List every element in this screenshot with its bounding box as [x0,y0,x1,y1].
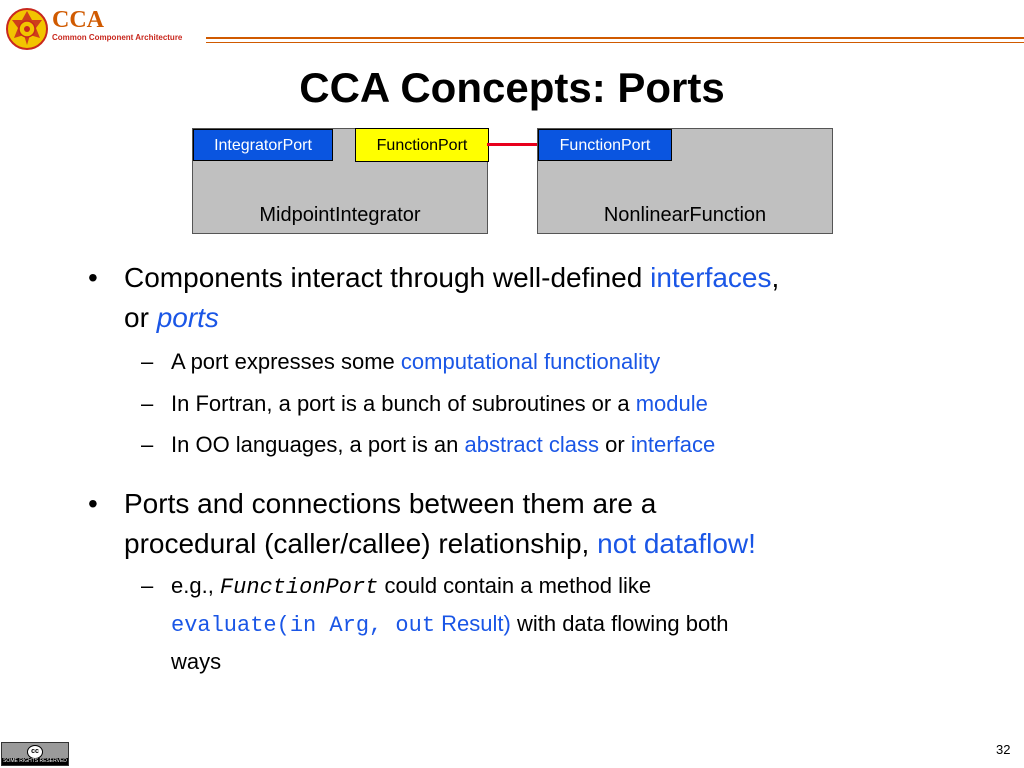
text: e.g., [171,573,220,598]
subbullet-oo-abstract-class: In OO languages, a port is an abstract c… [141,427,931,463]
highlight-interfaces: interfaces [650,262,772,293]
text: In OO languages, a port is an [171,432,465,457]
highlight-not-dataflow: not dataflow! [597,528,756,559]
page-number: 32 [996,742,1011,757]
component-name: NonlinearFunction [603,204,767,226]
text: , [771,262,780,293]
text: or [599,432,631,457]
text: A port expresses some [171,349,401,374]
text: or [124,302,157,333]
text: ways [171,649,222,674]
text: Ports and connections between them are a [124,488,657,519]
code-functionport: FunctionPort [219,575,379,600]
text: Components interact through well-defined [124,262,651,293]
header-rule-thin [206,42,1024,43]
license-badge-text: SOME RIGHTS RESERVED [2,758,68,765]
component-name: MidpointIntegrator [259,204,421,226]
highlight-computational-functionality: computational functionality [400,349,661,374]
component-midpoint-integrator: IntegratorPort FunctionPort MidpointInte… [192,128,489,234]
uses-port-function: FunctionPort [355,128,489,162]
header-rule [206,37,1024,39]
subbullet-fortran-module: In Fortran, a port is a bunch of subrout… [141,386,931,422]
provides-port-function: FunctionPort [538,129,672,161]
subbullet-computational-functionality: A port expresses some computational func… [141,344,931,380]
slide-title: CCA Concepts: Ports [299,64,725,111]
text: with data flowing both [510,611,729,636]
bullet-ports-connections: Ports and connections between them are a… [88,484,944,564]
creative-commons-icon: cc [27,745,43,759]
component-nonlinear-function: FunctionPort NonlinearFunction [537,128,833,234]
highlight-interface: interface [630,432,716,457]
text: In Fortran, a port is a bunch of subrout… [171,391,636,416]
cca-logo-icon [6,8,48,50]
text: procedural (caller/callee) relationship, [124,528,598,559]
license-badge[interactable]: cc SOME RIGHTS RESERVED [1,742,69,766]
highlight-ports: ports [156,302,219,333]
subbullet-example-functionport: e.g., FunctionPort could contain a metho… [141,568,931,680]
brand-title: CCA [52,7,104,33]
highlight-abstract-class: abstract class [464,432,600,457]
bullet-components-interact: Components interact through well-defined… [88,258,944,338]
highlight-result: Result) [435,611,511,636]
code-evaluate: evaluate(in Arg, out [171,613,436,638]
brand: CCA Common Component Architecture [52,8,182,42]
brand-subtitle: Common Component Architecture [52,33,183,42]
text: could contain a method like [378,573,652,598]
port-connection-line [487,143,538,146]
provides-port-integrator: IntegratorPort [193,129,333,161]
highlight-module: module [635,391,708,416]
